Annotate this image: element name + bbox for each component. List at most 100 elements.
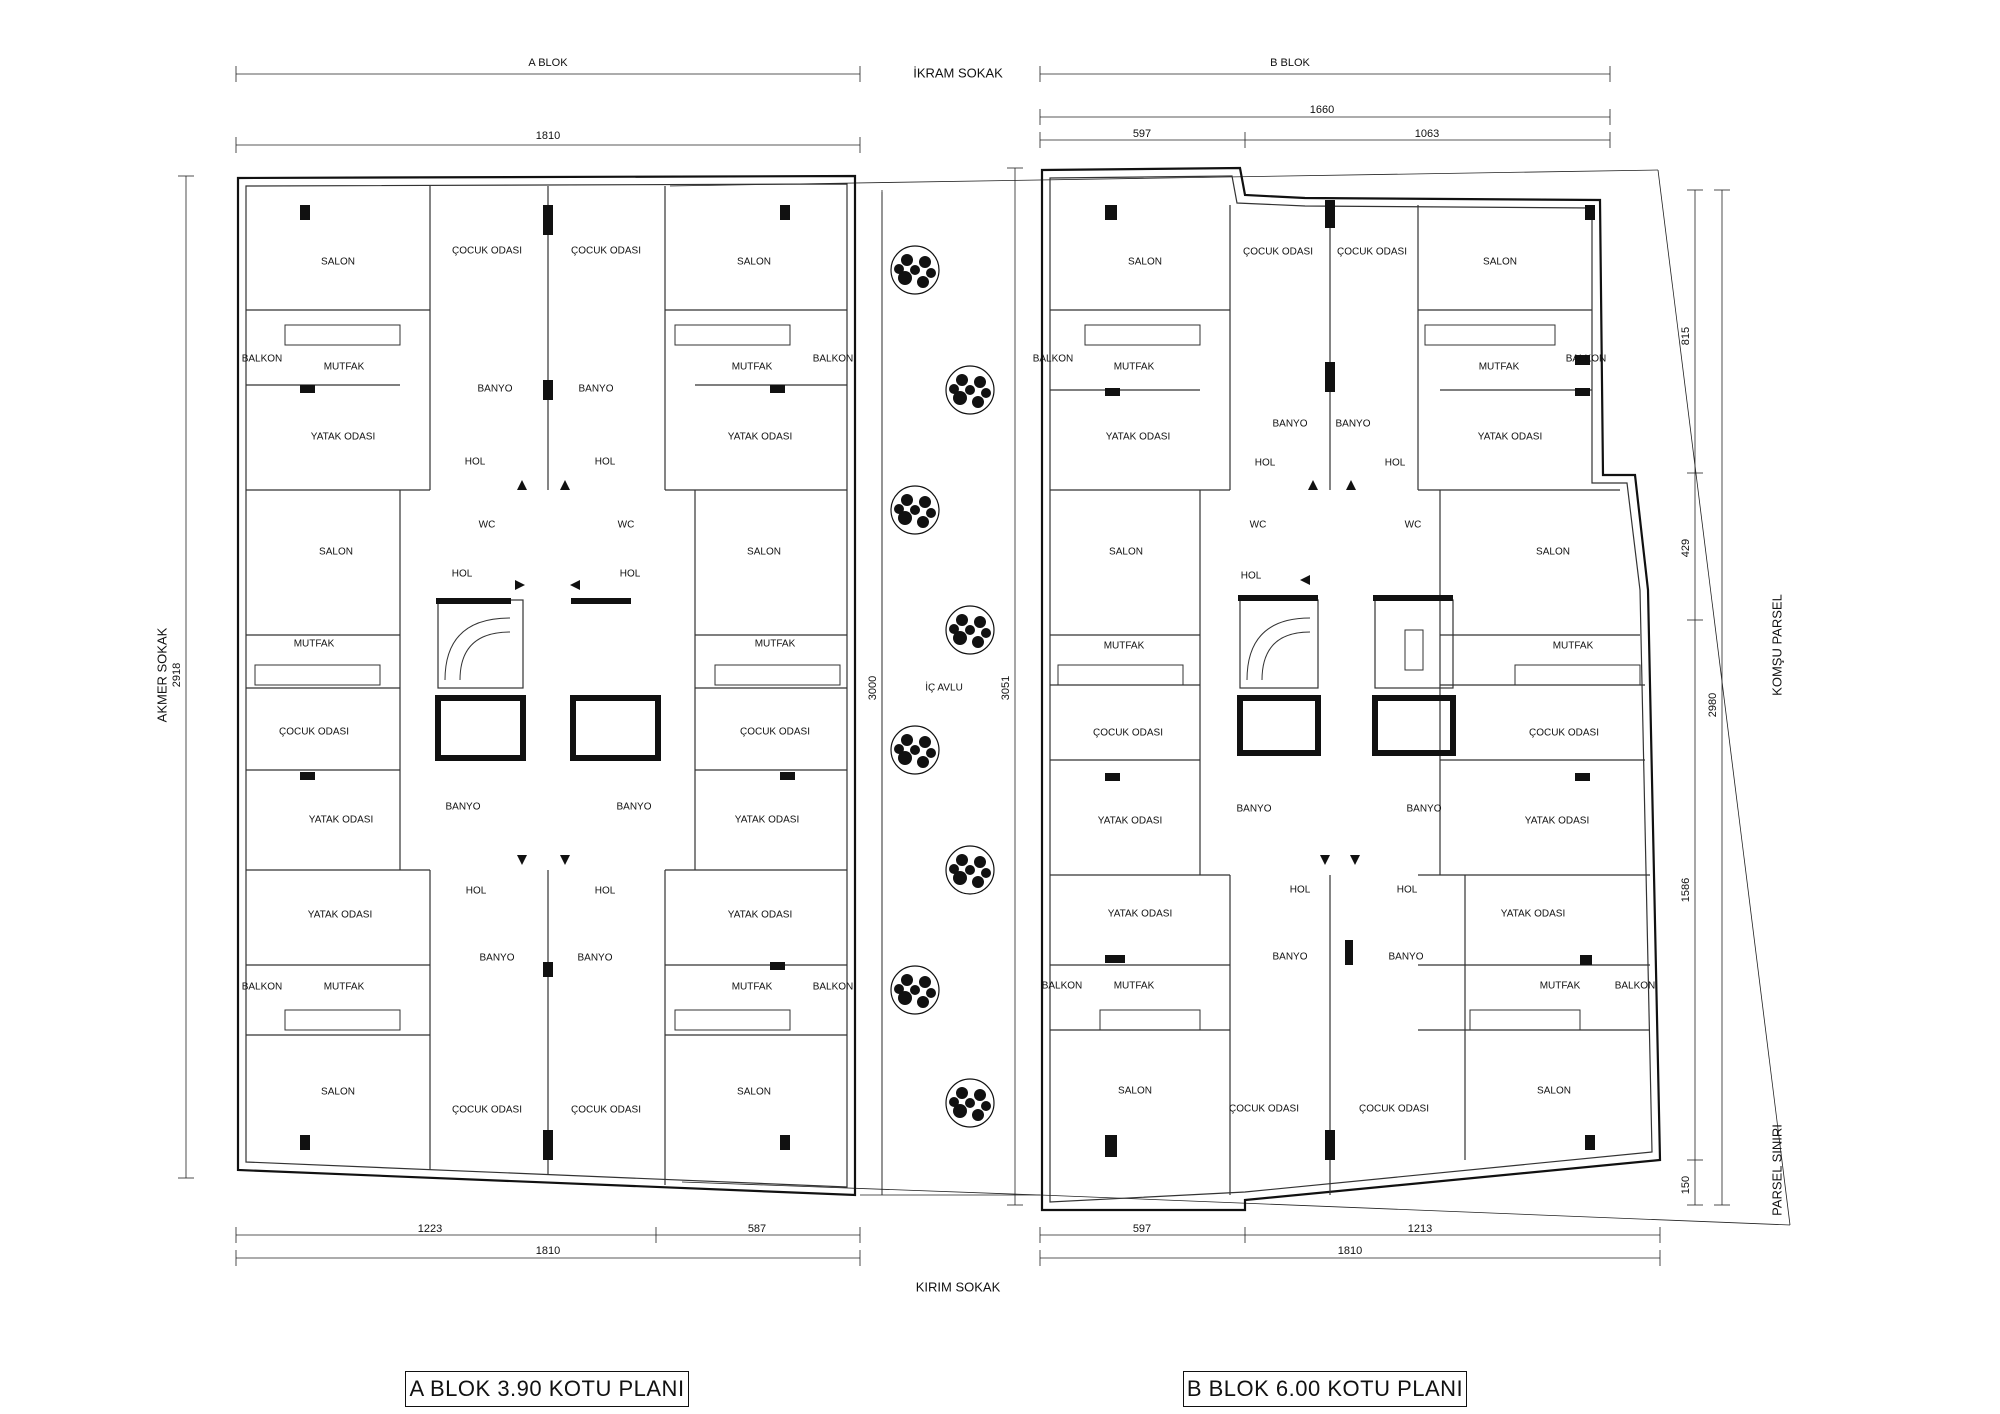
a-block-plan-title: A BLOK 3.90 KOTU PLANI — [405, 1371, 689, 1407]
room-label: MUTFAK — [1114, 362, 1155, 373]
room-label: MUTFAK — [324, 982, 365, 993]
b-dim-bottom-total: 1810 — [1338, 1245, 1362, 1257]
room-label: HOL — [1241, 571, 1262, 582]
room-label: YATAK ODASI — [728, 432, 792, 443]
a-dim-bottom-total: 1810 — [536, 1245, 560, 1257]
street-bottom-label: KIRIM SOKAK — [916, 1279, 1001, 1294]
room-label: ÇOCUK ODASI — [279, 727, 349, 738]
room-label: BALKON — [813, 354, 854, 365]
room-label: BALKON — [1033, 354, 1074, 365]
room-label: BANYO — [1272, 419, 1307, 430]
room-label: BANYO — [445, 802, 480, 813]
room-label: ÇOCUK ODASI — [1229, 1104, 1299, 1115]
courtyard-label: İÇ AVLU — [925, 681, 963, 694]
b-dim-left-height: 3051 — [1000, 676, 1012, 700]
room-label: SALON — [1537, 1086, 1571, 1097]
room-label: MUTFAK — [294, 639, 335, 650]
b-block-dimensions: B BLOK 1660 597 1063 597 1213 1810 3051 … — [1000, 57, 1730, 1266]
room-label: YATAK ODASI — [308, 910, 372, 921]
b-block-walls — [1040, 166, 1662, 1212]
room-label: YATAK ODASI — [1106, 432, 1170, 443]
room-label: MUTFAK — [324, 362, 365, 373]
room-label: MUTFAK — [1479, 362, 1520, 373]
room-label: MUTFAK — [1104, 641, 1145, 652]
a-block-walls — [236, 174, 857, 1197]
room-label: BALKON — [1042, 981, 1083, 992]
room-label: BANYO — [1388, 952, 1423, 963]
room-label: WC — [1250, 520, 1267, 531]
room-label: BANYO — [577, 953, 612, 964]
room-label: WC — [1405, 520, 1422, 531]
a-block-dimensions: A BLOK 1810 1223 587 1810 2918 3000 — [171, 57, 883, 1266]
room-label: SALON — [737, 1087, 771, 1098]
room-label: WC — [479, 520, 496, 531]
a-dim-bottom-right: 587 — [748, 1223, 766, 1235]
room-label: ÇOCUK ODASI — [1337, 247, 1407, 258]
room-label: ÇOCUK ODASI — [740, 727, 810, 738]
room-label: ÇOCUK ODASI — [571, 246, 641, 257]
room-label: SALON — [1109, 547, 1143, 558]
b-dim-total-right: 2980 — [1707, 693, 1719, 717]
b-block-plan-title: B BLOK 6.00 KOTU PLANI — [1183, 1371, 1467, 1407]
room-label: MUTFAK — [1553, 641, 1594, 652]
room-label: SALON — [1483, 257, 1517, 268]
room-label: HOL — [620, 569, 641, 580]
room-label: SALON — [321, 1087, 355, 1098]
a-dim-top-total: 1810 — [536, 130, 560, 142]
tree-icon — [945, 1078, 995, 1128]
tree-icon — [890, 965, 940, 1015]
a-block-room-labels: SALON ÇOCUK ODASI ÇOCUK ODASI SALON BALK… — [242, 246, 854, 1116]
room-label: MUTFAK — [1114, 981, 1155, 992]
room-label: YATAK ODASI — [735, 815, 799, 826]
b-dim-top-total: 1660 — [1310, 104, 1334, 116]
room-label: YATAK ODASI — [1098, 816, 1162, 827]
room-label: SALON — [1118, 1086, 1152, 1097]
room-label: ÇOCUK ODASI — [571, 1105, 641, 1116]
a-dim-left-height: 2918 — [171, 663, 183, 687]
room-label: BANYO — [1406, 804, 1441, 815]
room-label: SALON — [747, 547, 781, 558]
room-label: BANYO — [1236, 804, 1271, 815]
b-dim-top-right: 1063 — [1415, 128, 1439, 140]
room-label: SALON — [1128, 257, 1162, 268]
b-dim-seg1: 815 — [1680, 327, 1692, 345]
room-label: SALON — [1536, 547, 1570, 558]
b-dim-bottom-right: 1213 — [1408, 1223, 1432, 1235]
a-dim-bottom-left: 1223 — [418, 1223, 442, 1235]
b-block-name: B BLOK — [1270, 57, 1310, 69]
room-label: BANYO — [479, 953, 514, 964]
a-block-name: A BLOK — [528, 57, 568, 69]
room-label: BANYO — [616, 802, 651, 813]
room-label: MUTFAK — [732, 362, 773, 373]
room-label: MUTFAK — [1540, 981, 1581, 992]
room-label: ÇOCUK ODASI — [1529, 728, 1599, 739]
room-label: ÇOCUK ODASI — [1359, 1104, 1429, 1115]
room-label: ÇOCUK ODASI — [452, 1105, 522, 1116]
b-dim-seg3: 1586 — [1680, 878, 1692, 902]
room-label: HOL — [1255, 458, 1276, 469]
room-label: SALON — [319, 547, 353, 558]
room-label: WC — [618, 520, 635, 531]
room-label: BANYO — [578, 384, 613, 395]
room-label: BALKON — [1566, 354, 1607, 365]
room-label: YATAK ODASI — [309, 815, 373, 826]
room-label: ÇOCUK ODASI — [1093, 728, 1163, 739]
room-label: BALKON — [242, 982, 283, 993]
street-top-label: İKRAM SOKAK — [913, 65, 1003, 80]
b-dim-seg2: 429 — [1680, 539, 1692, 557]
room-label: BANYO — [477, 384, 512, 395]
b-dim-seg4: 150 — [1680, 1176, 1692, 1194]
room-label: HOL — [465, 457, 486, 468]
tree-icon — [945, 605, 995, 655]
room-label: SALON — [321, 257, 355, 268]
courtyard-trees — [890, 245, 995, 1128]
street-left-label: AKMER SOKAK — [154, 627, 169, 722]
tree-icon — [945, 365, 995, 415]
b-block-room-labels: SALON ÇOCUK ODASI ÇOCUK ODASI SALON BALK… — [1033, 247, 1656, 1115]
room-label: BALKON — [813, 982, 854, 993]
room-label: BALKON — [242, 354, 283, 365]
tree-icon — [890, 485, 940, 535]
tree-icon — [890, 725, 940, 775]
room-label: ÇOCUK ODASI — [452, 246, 522, 257]
room-label: HOL — [595, 886, 616, 897]
